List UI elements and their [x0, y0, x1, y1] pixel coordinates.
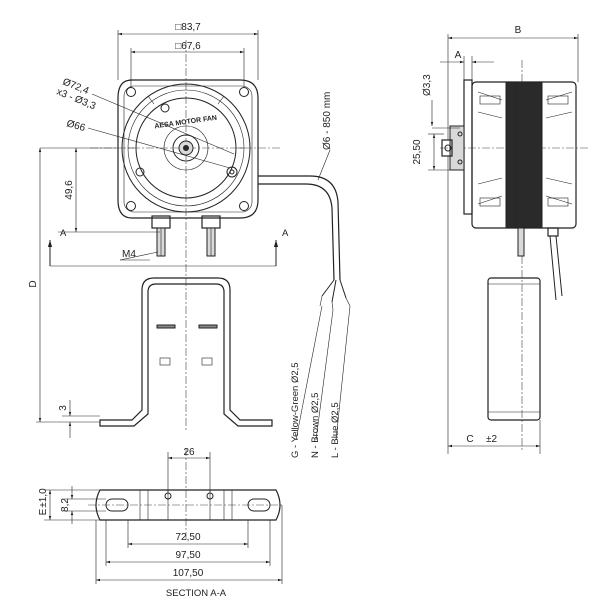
- section-title: SECTION A-A: [166, 588, 227, 599]
- dim-e-tol: ±1,0: [38, 488, 49, 508]
- bracket-section: [95, 489, 281, 521]
- dim-square-outer: □83,7: [175, 22, 201, 33]
- dim-dia-66: Ø66: [65, 118, 87, 134]
- dim-d: D: [28, 280, 39, 287]
- mount-hole: [239, 201, 249, 211]
- dim-e: E: [38, 508, 49, 515]
- section-mark-right: A: [282, 228, 289, 239]
- dim-cable: Ø6 - 850 mm: [322, 92, 333, 150]
- dim-25-50: 25,50: [412, 139, 423, 164]
- dim-107-50: 107,50: [173, 568, 204, 579]
- dim-c-tol: ±2: [486, 434, 497, 445]
- wire-label-l: L - Blue Ø2,5: [330, 402, 341, 458]
- wire-ends: [321, 279, 347, 303]
- front-dimensions: □83,7 □67,6 Ø72,4 x3 - Ø3,3 Ø66 49,6 D 3…: [28, 22, 351, 458]
- side-dimensions: B A Ø3,3 25,50 C ±2: [412, 25, 579, 454]
- mount-hole: [126, 87, 136, 97]
- mounting-bracket: [99, 277, 273, 427]
- dim-dia-3-3: Ø3,3: [422, 74, 433, 96]
- capacitor: [487, 277, 541, 421]
- mount-hole: [239, 87, 249, 97]
- dim-c: C: [466, 434, 473, 445]
- dim-72-50: 72,50: [175, 532, 200, 543]
- dim-a: A: [455, 50, 462, 61]
- motor-flange: [117, 79, 259, 219]
- dim-26: 26: [183, 447, 195, 458]
- mount-hole: [126, 201, 136, 211]
- power-cable: [258, 175, 341, 281]
- dim-8-2: 8,2: [60, 498, 71, 512]
- side-view: [440, 60, 590, 450]
- section-dimensions: 26 E ±1,0 8,2 72,50 97,50 107,50 SECTION…: [38, 447, 283, 599]
- section-view: [88, 448, 282, 540]
- dim-49-6: 49,6: [64, 180, 75, 200]
- dim-square-inner: □67,6: [175, 41, 201, 52]
- dim-b: B: [515, 25, 522, 36]
- dim-m4: M4: [122, 249, 136, 260]
- wire-label-g: G - Yellow-Green Ø2,5: [290, 362, 301, 458]
- front-view: AESA MOTOR FAN: [90, 40, 351, 430]
- section-mark-left: A: [60, 228, 67, 239]
- dim-97-50: 97,50: [175, 550, 200, 561]
- wire-label-n: N - Brown Ø2,5: [310, 393, 321, 458]
- dim-3: 3: [58, 405, 69, 411]
